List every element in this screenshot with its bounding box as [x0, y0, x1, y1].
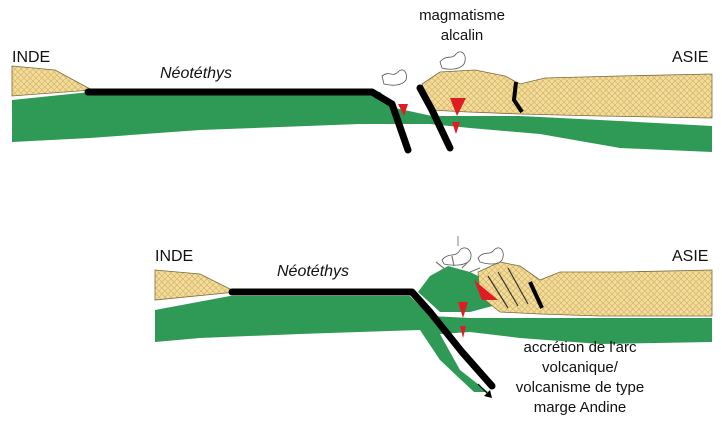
top-magma-3: [452, 122, 460, 134]
bottom-inde-label: INDE: [155, 248, 193, 266]
top-inde-label: INDE: [12, 49, 50, 67]
top-inde-crust: [12, 66, 92, 96]
bottom-annotation: accrétion de l'arc volcanique/ volcanism…: [500, 338, 660, 418]
annotation-line: magmatisme: [402, 6, 522, 26]
annotation-line: volcanisme de type: [500, 378, 660, 398]
annotation-line: volcanique/: [500, 358, 660, 378]
top-plume-2: [440, 52, 465, 69]
top-plume-1: [382, 70, 407, 85]
top-asie-label: ASIE: [672, 49, 708, 67]
annotation-line: marge Andine: [500, 398, 660, 418]
bottom-neotethys-label: Néotéthys: [277, 263, 349, 281]
top-asie-crust: [422, 70, 712, 118]
top-neotethys-label: Néotéthys: [160, 65, 232, 83]
annotation-line: accrétion de l'arc: [500, 338, 660, 358]
bottom-plume-2: [478, 248, 503, 264]
bottom-asie-crust: [478, 262, 712, 316]
bottom-inde-crust: [155, 270, 236, 300]
top-cross-section: [12, 52, 712, 152]
annotation-line: alcalin: [402, 26, 522, 46]
bottom-asie-label: ASIE: [672, 248, 708, 266]
top-annotation: magmatisme alcalin: [402, 6, 522, 46]
